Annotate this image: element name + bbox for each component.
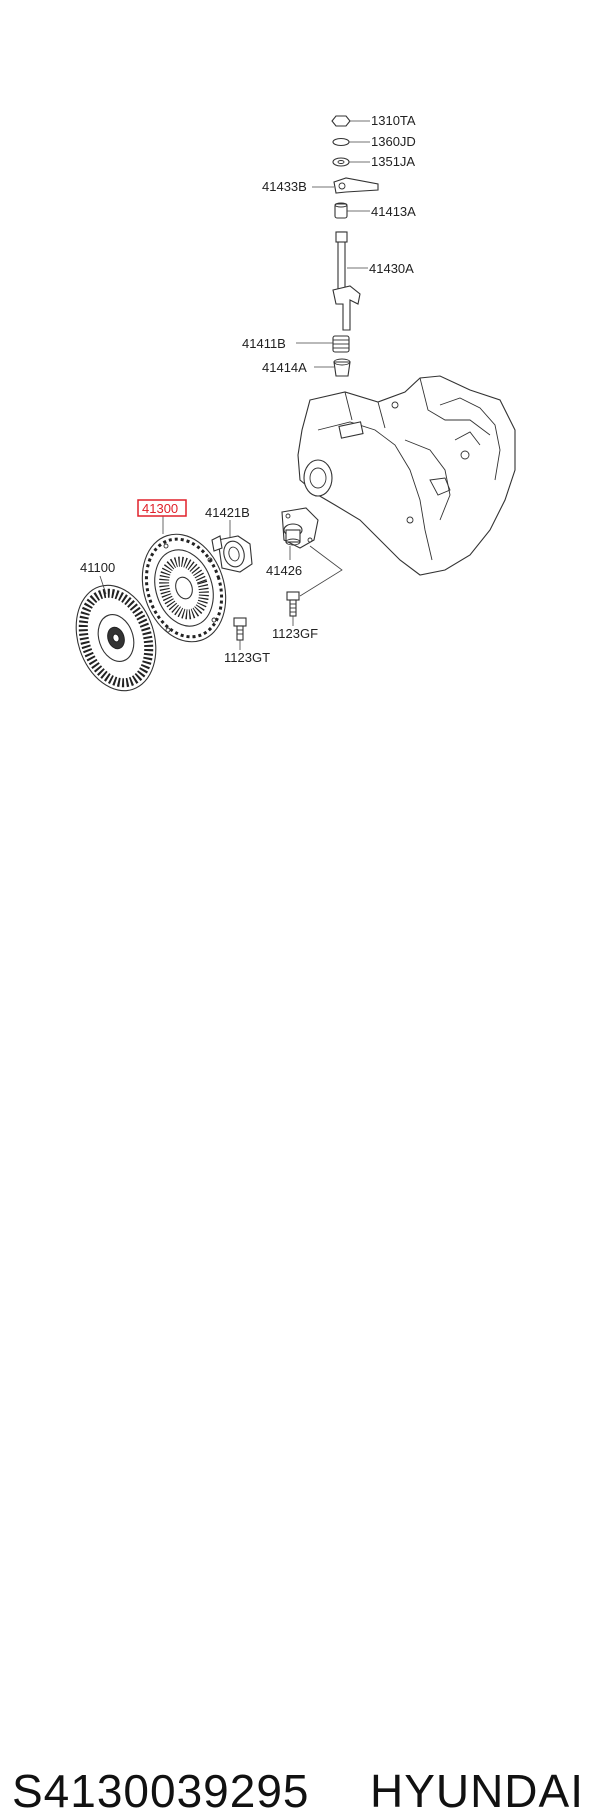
label-41433B: 41433B bbox=[262, 179, 307, 194]
label-1360JD: 1360JD bbox=[371, 134, 416, 149]
exploded-parts-diagram: 1310TA 1360JD 1351JA 41433B 41413A 41430… bbox=[75, 113, 516, 692]
retainer-41426: 41426 bbox=[266, 507, 343, 597]
label-41411B: 41411B bbox=[242, 336, 286, 351]
brand-name: HYUNDAI bbox=[369, 1765, 584, 1817]
washer-1351JA: 1351JA bbox=[332, 154, 415, 169]
label-1310TA: 1310TA bbox=[371, 113, 416, 128]
label-41100: 41100 bbox=[80, 560, 115, 575]
label-41421B: 41421B bbox=[205, 505, 250, 520]
label-41414A: 41414A bbox=[262, 360, 307, 375]
caption-bar: S4130039295 HYUNDAI bbox=[0, 880, 600, 1817]
bolt-1123GT: 1123GT bbox=[224, 617, 270, 665]
highlight-box-41300 bbox=[137, 499, 187, 517]
label-1123GF: 1123GF bbox=[272, 626, 318, 641]
lever-41433B: 41433B bbox=[262, 177, 379, 194]
label-41300: 41300 bbox=[142, 501, 178, 516]
seal-41414A: 41414A bbox=[262, 358, 351, 377]
nut-1310TA: 1310TA bbox=[331, 113, 416, 128]
spring-41411B: 41411B bbox=[242, 335, 350, 353]
clutch-cover-41300: 41300 bbox=[137, 499, 227, 643]
clutch-disc-41100: 41100 bbox=[75, 560, 157, 692]
label-41430A: 41430A bbox=[369, 261, 414, 276]
shift-shaft-41430A: 41430A bbox=[332, 231, 414, 331]
label-41426: 41426 bbox=[266, 563, 302, 578]
label-1351JA: 1351JA bbox=[371, 154, 415, 169]
transmission-housing bbox=[297, 375, 516, 576]
bolt-1123GF: 1123GF bbox=[272, 591, 318, 641]
washer-1360JD: 1360JD bbox=[332, 134, 416, 149]
bushing-41413A: 41413A bbox=[334, 202, 416, 219]
release-bearing-41421B: 41421B bbox=[205, 505, 253, 573]
part-number: S4130039295 bbox=[12, 1765, 310, 1817]
label-41413A: 41413A bbox=[371, 204, 416, 219]
label-1123GT: 1123GT bbox=[224, 650, 270, 665]
